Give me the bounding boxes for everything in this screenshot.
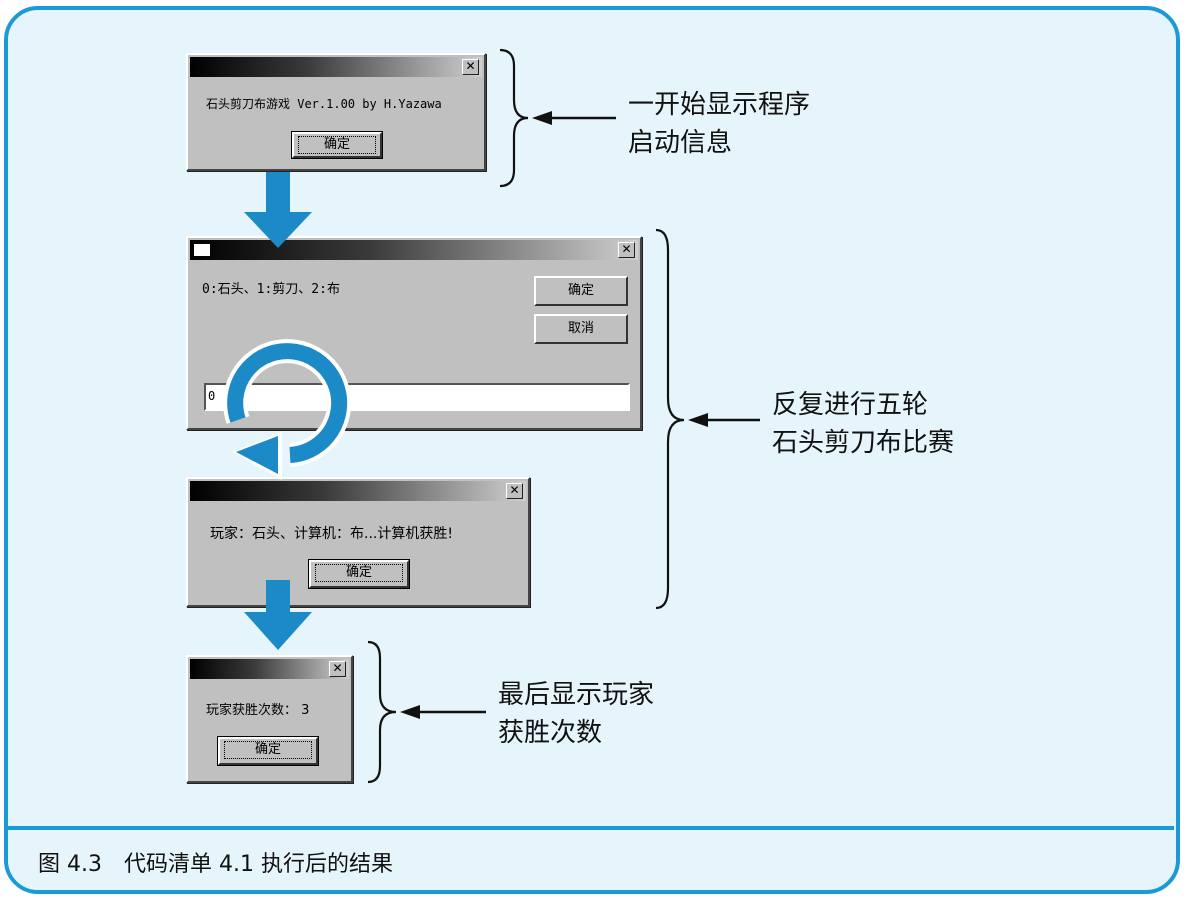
- pointer-arrow-icon: [400, 705, 486, 719]
- figure-caption: 图 4.3 代码清单 4.1 执行后的结果: [38, 852, 393, 877]
- brace-icon: [655, 228, 685, 610]
- loop-annotation: 反复进行五轮 石头剪刀布比赛: [772, 390, 955, 458]
- final-annotation: 最后显示玩家 获胜次数: [498, 680, 655, 748]
- result-dialog: ✕ 玩家：石头、计算机：布...计算机获胜! 确定: [186, 477, 530, 607]
- ok-button[interactable]: 确定: [308, 559, 410, 589]
- input-dialog: ✕ 0:石头、1:剪刀、2:布 确定 取消 0: [186, 236, 642, 430]
- ok-button[interactable]: 确定: [217, 736, 319, 766]
- down-arrow-icon: [244, 172, 312, 248]
- win-count-message: 玩家获胜次数： 3: [206, 703, 310, 718]
- startup-annotation: 一开始显示程序 启动信息: [628, 90, 811, 158]
- startup-message: 石头剪刀布游戏 Ver.1.00 by H.Yazawa: [206, 97, 442, 111]
- final-dialog: ✕ 玩家获胜次数： 3 确定: [186, 655, 353, 783]
- down-arrow-icon: [244, 580, 312, 650]
- title-bar: ✕: [190, 659, 349, 679]
- ok-button[interactable]: 确定: [534, 276, 628, 306]
- pointer-arrow-icon: [532, 111, 616, 125]
- loop-arrow-icon: [223, 339, 352, 480]
- close-icon[interactable]: ✕: [618, 242, 635, 258]
- title-bar: ✕: [190, 240, 638, 260]
- close-icon[interactable]: ✕: [506, 483, 523, 499]
- pointer-arrow-icon: [688, 413, 760, 427]
- close-icon[interactable]: ✕: [462, 59, 479, 75]
- caption-bar: [8, 826, 1174, 890]
- startup-dialog: ✕ 石头剪刀布游戏 Ver.1.00 by H.Yazawa 确定: [186, 53, 486, 171]
- brace-icon: [499, 48, 529, 188]
- cancel-button[interactable]: 取消: [534, 314, 628, 344]
- choice-prompt: 0:石头、1:剪刀、2:布: [202, 282, 340, 297]
- title-bar: ✕: [190, 57, 482, 77]
- choice-input[interactable]: 0: [204, 383, 630, 411]
- round-result-message: 玩家：石头、计算机：布...计算机获胜!: [210, 526, 453, 542]
- close-icon[interactable]: ✕: [329, 661, 346, 677]
- title-bar: ✕: [190, 481, 526, 501]
- window-icon: [194, 244, 210, 256]
- ok-button[interactable]: 确定: [291, 131, 383, 159]
- brace-icon: [367, 640, 397, 784]
